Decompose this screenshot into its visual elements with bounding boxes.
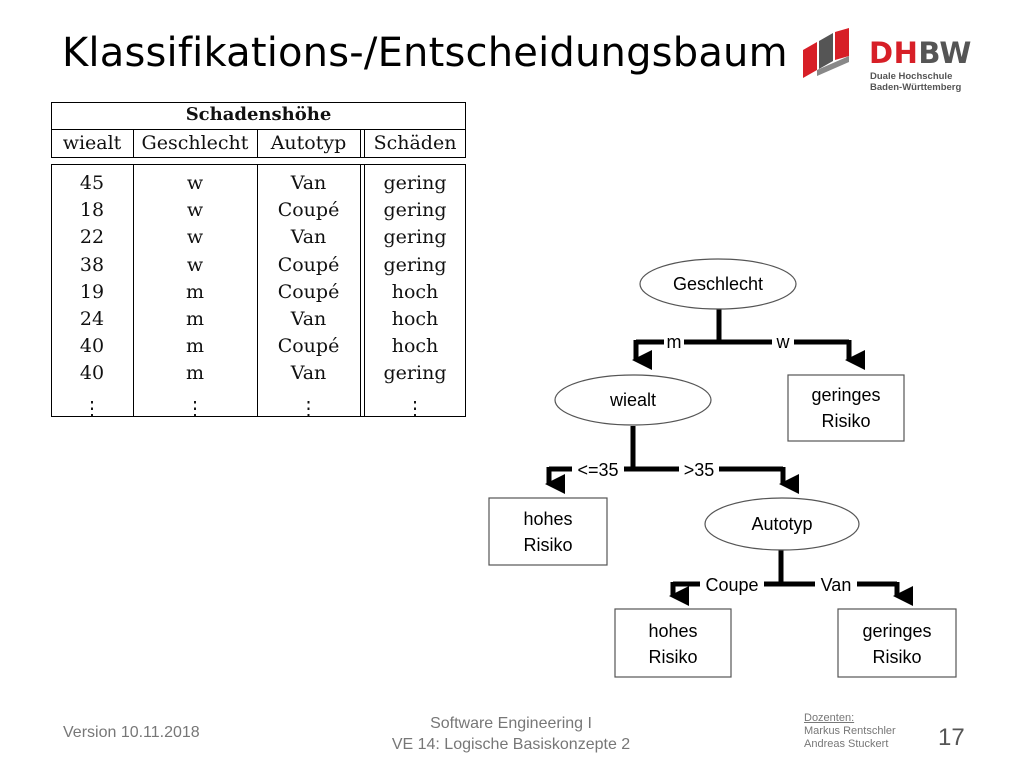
- lecturer-name: Markus Rentschler: [804, 725, 896, 737]
- table-cell: 38: [79, 253, 105, 276]
- table-cell: ⋮: [82, 397, 102, 420]
- leaf-label-line2: Risiko: [821, 411, 870, 431]
- course-info: Software Engineering I VE 14: Logische B…: [341, 713, 681, 755]
- tree-leaf-w: geringes Risiko: [787, 374, 905, 442]
- course-unit: VE 14: Logische Basiskonzepte 2: [391, 736, 631, 753]
- table-cell: hoch: [391, 280, 439, 303]
- table-cell: 40: [79, 335, 105, 358]
- table-cell: m: [185, 280, 205, 303]
- table-caption: Schadenshöhe: [185, 104, 332, 125]
- tree-node-wiealt: wiealt: [554, 374, 712, 426]
- table-cell: 18: [79, 199, 105, 222]
- table-cell: 19: [79, 280, 105, 303]
- table-cell: ⋮: [185, 397, 205, 420]
- table-cell: hoch: [391, 335, 439, 358]
- table-cell: Coupé: [277, 199, 340, 222]
- column-header: Autotyp: [270, 132, 347, 154]
- table-cell: w: [186, 253, 204, 276]
- column-header: Geschlecht: [141, 132, 249, 154]
- table-cell: Van: [290, 226, 327, 249]
- table-cell: Van: [290, 308, 327, 330]
- table-cell: Coupé: [277, 335, 340, 358]
- page-number: 17: [938, 724, 965, 751]
- table-cell: Coupé: [277, 253, 340, 276]
- table-cell: ⋮: [299, 397, 318, 420]
- node-label-geschlecht: Geschlecht: [673, 274, 763, 294]
- table-cell: gering: [383, 253, 447, 276]
- tree-leaf-le35: hohes Risiko: [488, 497, 608, 566]
- leaf-label-line1: hohes: [523, 509, 572, 529]
- tree-leaf-van: geringes Risiko: [837, 608, 957, 678]
- table-cell: 40: [79, 362, 105, 385]
- leaf-label-line2: Risiko: [648, 647, 697, 667]
- branch-label-m: m: [667, 332, 682, 352]
- table-cell: 45: [79, 172, 105, 194]
- leaf-label-line2: Risiko: [872, 647, 921, 667]
- training-data-table: Schadenshöhe wiealt Geschlecht Autotyp S…: [51, 102, 466, 420]
- version-label: Version 10.11.2018: [63, 724, 200, 741]
- table-cell: gering: [383, 226, 447, 249]
- lecturers: Dozenten: Markus Rentschler Andreas Stuc…: [804, 712, 896, 751]
- branch-label-van: Van: [821, 575, 852, 595]
- tree-node-autotyp: Autotyp: [704, 497, 860, 551]
- dhbw-logo-subtitle: Duale Hochschule Baden-Württemberg: [870, 71, 962, 93]
- tree-leaf-coupe: hohes Risiko: [614, 608, 732, 678]
- course-title: Software Engineering I: [430, 715, 592, 732]
- branch-label-w: w: [776, 332, 791, 352]
- table-cell: 22: [79, 226, 105, 249]
- column-header: Schäden: [373, 132, 457, 154]
- table-cell: ⋮: [405, 397, 425, 420]
- table-cell: m: [185, 362, 205, 385]
- node-label-autotyp: Autotyp: [751, 514, 812, 534]
- table-cell: m: [185, 308, 205, 330]
- table-cell: gering: [383, 172, 447, 194]
- lecturer-name: Andreas Stuckert: [804, 738, 889, 750]
- table-cell: w: [186, 172, 204, 194]
- branch-label-le35: <=35: [577, 460, 618, 480]
- table-cell: Van: [290, 362, 327, 385]
- leaf-label-line1: geringes: [862, 621, 931, 641]
- table-cell: gering: [383, 199, 447, 222]
- branch-label-gt35: >35: [684, 460, 715, 480]
- table-cell: gering: [383, 362, 447, 385]
- node-label-wiealt: wiealt: [609, 390, 656, 410]
- table-cell: 24: [79, 308, 105, 330]
- table-cell: Coupé: [277, 280, 340, 303]
- table-cell: w: [186, 226, 204, 249]
- table-cell: m: [185, 335, 205, 358]
- branch-label-coupe: Coupe: [705, 575, 758, 595]
- dhbw-logo: DHBW Duale Hochschule Baden-Württemberg: [803, 28, 973, 98]
- leaf-label-line1: geringes: [811, 385, 880, 405]
- tree-node-geschlecht: Geschlecht: [639, 258, 797, 310]
- dhbw-logo-name: DHBW: [869, 36, 972, 70]
- column-header: wiealt: [62, 132, 122, 154]
- leaf-label-line1: hohes: [648, 621, 697, 641]
- table-cell: w: [186, 199, 204, 222]
- slide-title: Klassifikations-/Entscheidungsbaum: [62, 30, 788, 76]
- lecturers-header: Dozenten:: [804, 712, 855, 724]
- table-cell: Van: [290, 172, 327, 194]
- dhbw-logo-mark: [803, 28, 849, 78]
- table-cell: hoch: [391, 308, 439, 330]
- leaf-label-line2: Risiko: [523, 535, 572, 555]
